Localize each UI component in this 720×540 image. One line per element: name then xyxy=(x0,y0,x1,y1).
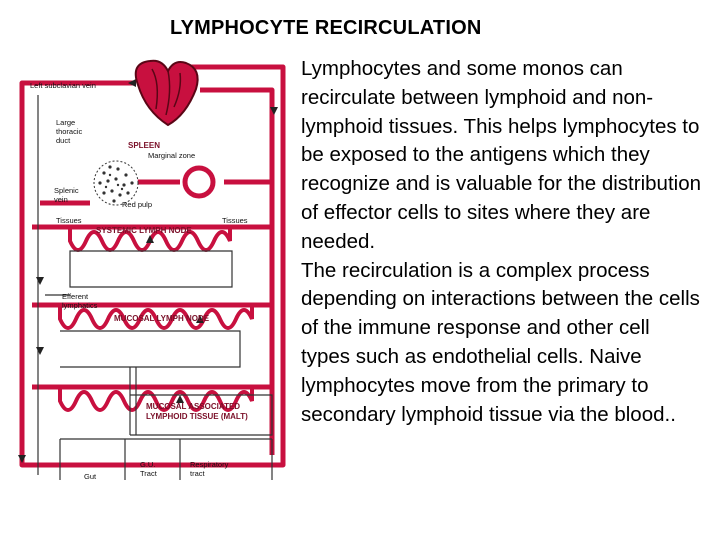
arrow-2 xyxy=(128,79,136,87)
paragraph-1: Lymphocytes and some monos can recircula… xyxy=(301,57,701,253)
arrow-3 xyxy=(18,455,26,463)
label-splenic-vein: Splenic vein xyxy=(54,186,81,204)
label-respiratory-tract: Respiratory tract xyxy=(190,460,230,478)
arterial-column xyxy=(200,87,275,455)
outer-venous-return xyxy=(19,64,286,468)
capillary-mucosal xyxy=(58,305,254,330)
label-efferent-lymphatics: Efferent lymphatics xyxy=(62,292,98,310)
arrow-7 xyxy=(196,315,204,323)
label-gut: Gut xyxy=(84,472,97,481)
label-systemic-lymph-node: SYSTEMIC LYMPH NODE xyxy=(96,226,192,235)
spleen-icon xyxy=(93,160,139,206)
capillary-malt xyxy=(58,387,254,412)
arrow-8 xyxy=(176,395,184,403)
label-gu-tract: G.U. Tract xyxy=(140,460,158,478)
marginal-zone-ring xyxy=(182,165,216,199)
slide-title: LYMPHOCYTE RECIRCULATION xyxy=(170,17,482,39)
label-malt: MUCOSAL ASSOCIATED LYMPHOID TISSUE (MALT… xyxy=(146,402,248,421)
systemic-node-box xyxy=(69,250,233,288)
heart-icon xyxy=(134,59,199,127)
lymphatic-lines xyxy=(37,95,273,480)
label-marginal-zone: Marginal zone xyxy=(148,151,195,160)
body-text: Lymphocytes and some monos can recircula… xyxy=(301,55,701,429)
arrow-6 xyxy=(146,235,154,243)
arrow-5 xyxy=(36,347,44,355)
arrow-9 xyxy=(270,107,278,115)
label-spleen: SPLEEN xyxy=(128,141,160,150)
label-red-pulp: Red pulp xyxy=(122,200,152,209)
label-left-subclavian-vein: Left subclavian vein xyxy=(30,81,96,90)
malt-box xyxy=(130,394,273,436)
label-tissues-right: Tissues xyxy=(222,216,248,225)
paragraph-2: The recirculation is a complex process d… xyxy=(301,258,700,426)
label-mucosal-lymph-node: MUCOSAL LYMPH NODE xyxy=(114,314,210,323)
mucosal-node-box xyxy=(60,330,241,368)
label-large-thoracic-duct: Large thoracic duct xyxy=(56,118,84,145)
label-tissues-left: Tissues xyxy=(56,216,82,225)
lymphocyte-recirculation-diagram: Left subclavian vein Large thoracic duct… xyxy=(18,59,286,481)
lower-tissue-boxes xyxy=(59,438,273,480)
arrow-4 xyxy=(36,277,44,285)
